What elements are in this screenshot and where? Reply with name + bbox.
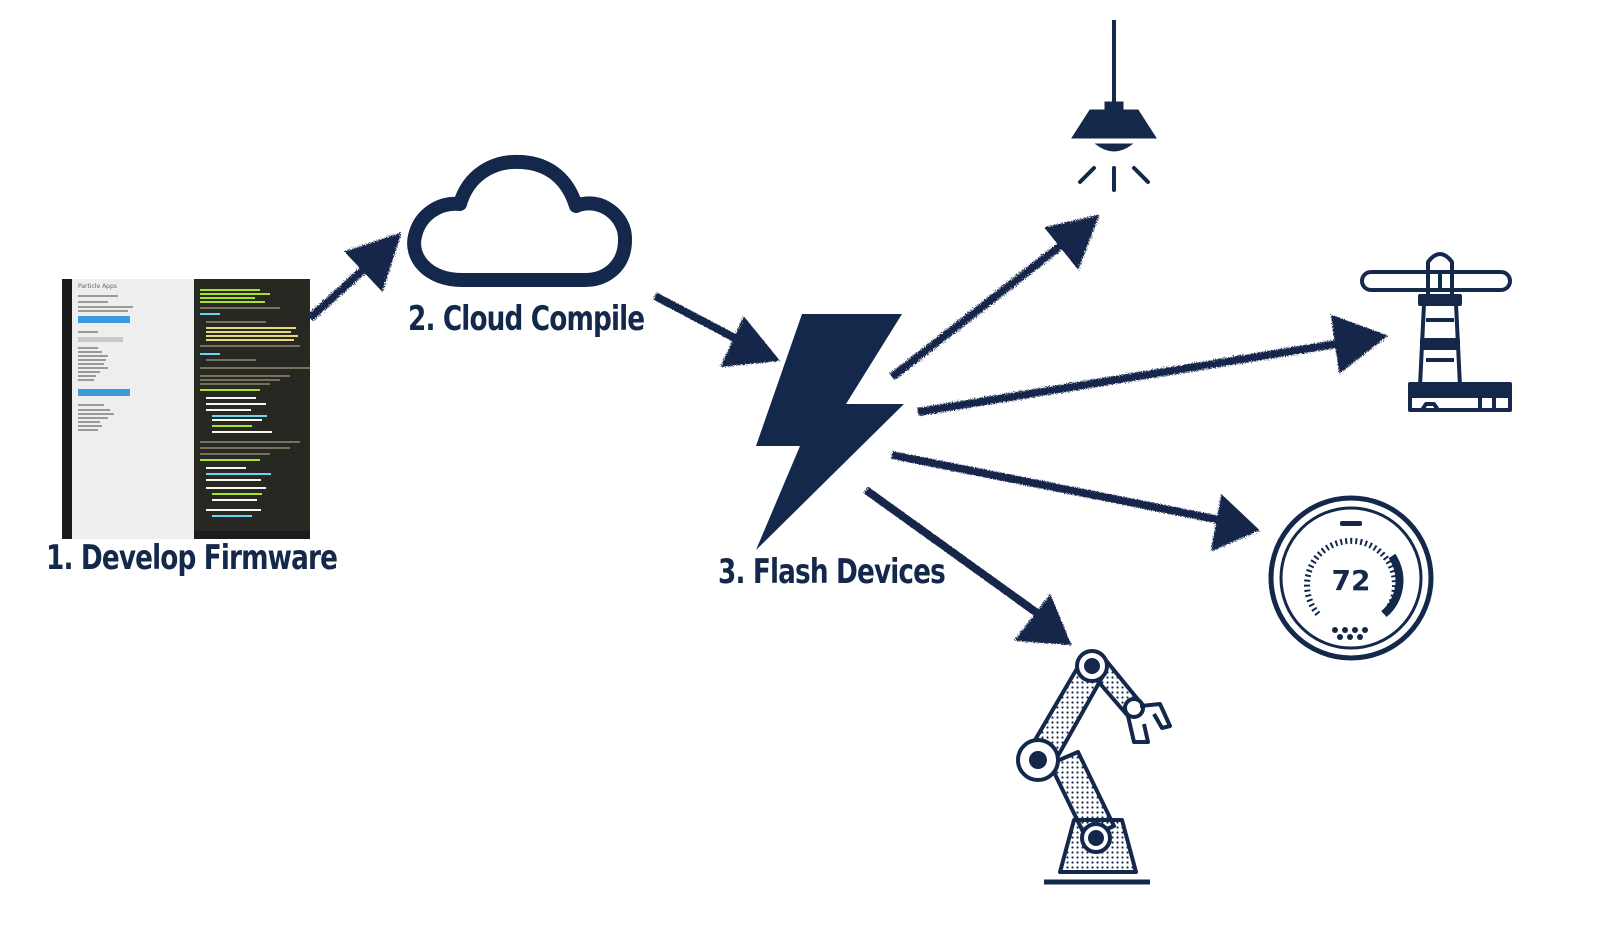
arrow-flash-to-robot-arm bbox=[863, 486, 1072, 646]
thermostat-reading: 72 bbox=[1332, 564, 1371, 597]
arrow-flash-to-drone bbox=[917, 314, 1389, 416]
ide-sidebar: Particle Apps bbox=[72, 279, 194, 539]
ide-share-button bbox=[78, 316, 130, 323]
step-develop-label: 1. Develop Firmware bbox=[46, 538, 338, 578]
ide-code-editor bbox=[194, 279, 310, 539]
thermostat-icon bbox=[1268, 495, 1434, 661]
ide-create-app-button bbox=[78, 389, 130, 396]
cloud-icon bbox=[407, 154, 632, 287]
robot-arm-icon bbox=[1016, 649, 1172, 885]
ceiling-lamp-icon bbox=[1071, 20, 1157, 192]
ide-app-title: Particle Apps bbox=[78, 283, 117, 290]
step-compile-label: 2. Cloud Compile bbox=[408, 299, 645, 339]
arrow-screenshot-to-cloud bbox=[307, 232, 402, 321]
arrow-flash-to-thermostat bbox=[891, 451, 1260, 552]
arrow-flash-to-lamp bbox=[889, 214, 1100, 381]
step-flash-label: 3. Flash Devices bbox=[718, 552, 946, 592]
ide-status-bar bbox=[194, 531, 310, 539]
ide-screenshot: Particle Apps bbox=[62, 279, 310, 539]
ide-icon-rail bbox=[62, 279, 72, 539]
arrow-cloud-to-flash bbox=[653, 292, 780, 368]
lightning-bolt-icon bbox=[756, 314, 904, 550]
drone-icon bbox=[1360, 252, 1512, 412]
